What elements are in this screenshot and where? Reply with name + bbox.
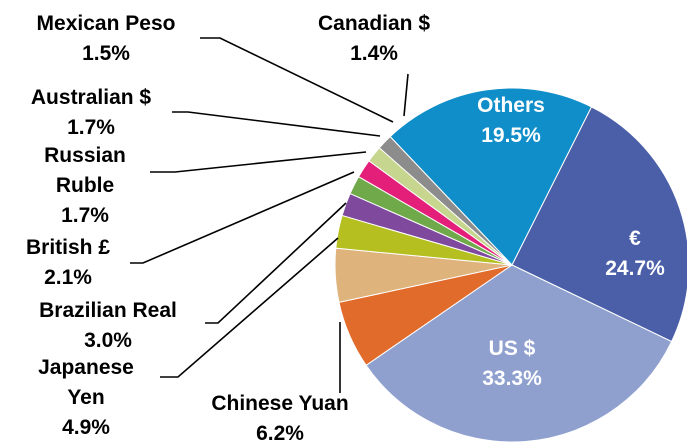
leader-lines [130, 37, 409, 393]
leader-line-mexican-peso [200, 37, 394, 123]
value-label-chinese-yuan: 6.2% [256, 422, 304, 445]
leader-line-canadian [403, 73, 409, 117]
pie-slices [334, 87, 687, 443]
value-label-brazilian-real: 3.0% [84, 329, 132, 352]
name-label-mexican-peso: Mexican Peso [37, 12, 176, 35]
name-label-russian-ruble: Ruble [56, 174, 114, 197]
name-label-british: British £ [26, 236, 110, 259]
leader-line-brazilian-real [205, 202, 347, 324]
leader-line-russian-ruble [150, 151, 367, 173]
value-label-australian: 1.7% [67, 116, 115, 139]
name-label-brazilian-real: Brazilian Real [39, 299, 177, 322]
name-label-us: US $ [489, 337, 536, 360]
name-label-japanese-yen: Yen [67, 386, 104, 409]
name-label-russian-ruble: Russian [44, 144, 126, 167]
name-label-others: Others [477, 94, 545, 117]
name-label-canadian: Canadian $ [318, 12, 430, 35]
value-label-others: 19.5% [481, 124, 541, 147]
value-label-euro: 24.7% [605, 257, 665, 280]
pie-slice-others [389, 87, 593, 266]
leader-line-australian [172, 111, 381, 137]
name-label-euro: € [629, 227, 641, 250]
leader-line-japanese-yen [160, 237, 339, 378]
value-label-russian-ruble: 1.7% [61, 204, 109, 227]
slice-labels: Others 19.5% €24.7% US $ 33.3% Chinese Yuan 6.… [26, 12, 665, 445]
name-label-chinese-yuan: Chinese Yuan [211, 392, 348, 415]
value-label-british: 2.1% [44, 266, 92, 289]
leader-line-british [130, 171, 355, 264]
value-label-us: 33.3% [482, 367, 542, 390]
value-label-canadian: 1.4% [350, 42, 398, 65]
value-label-japanese-yen: 4.9% [62, 416, 110, 439]
value-label-mexican-peso: 1.5% [82, 42, 130, 65]
name-label-australian: Australian $ [31, 86, 152, 109]
pie-slice-canadian [378, 135, 513, 266]
pie-slice-us [365, 264, 673, 443]
pie-slice-euro [511, 106, 687, 343]
name-label-japanese-yen: Japanese [38, 356, 134, 379]
